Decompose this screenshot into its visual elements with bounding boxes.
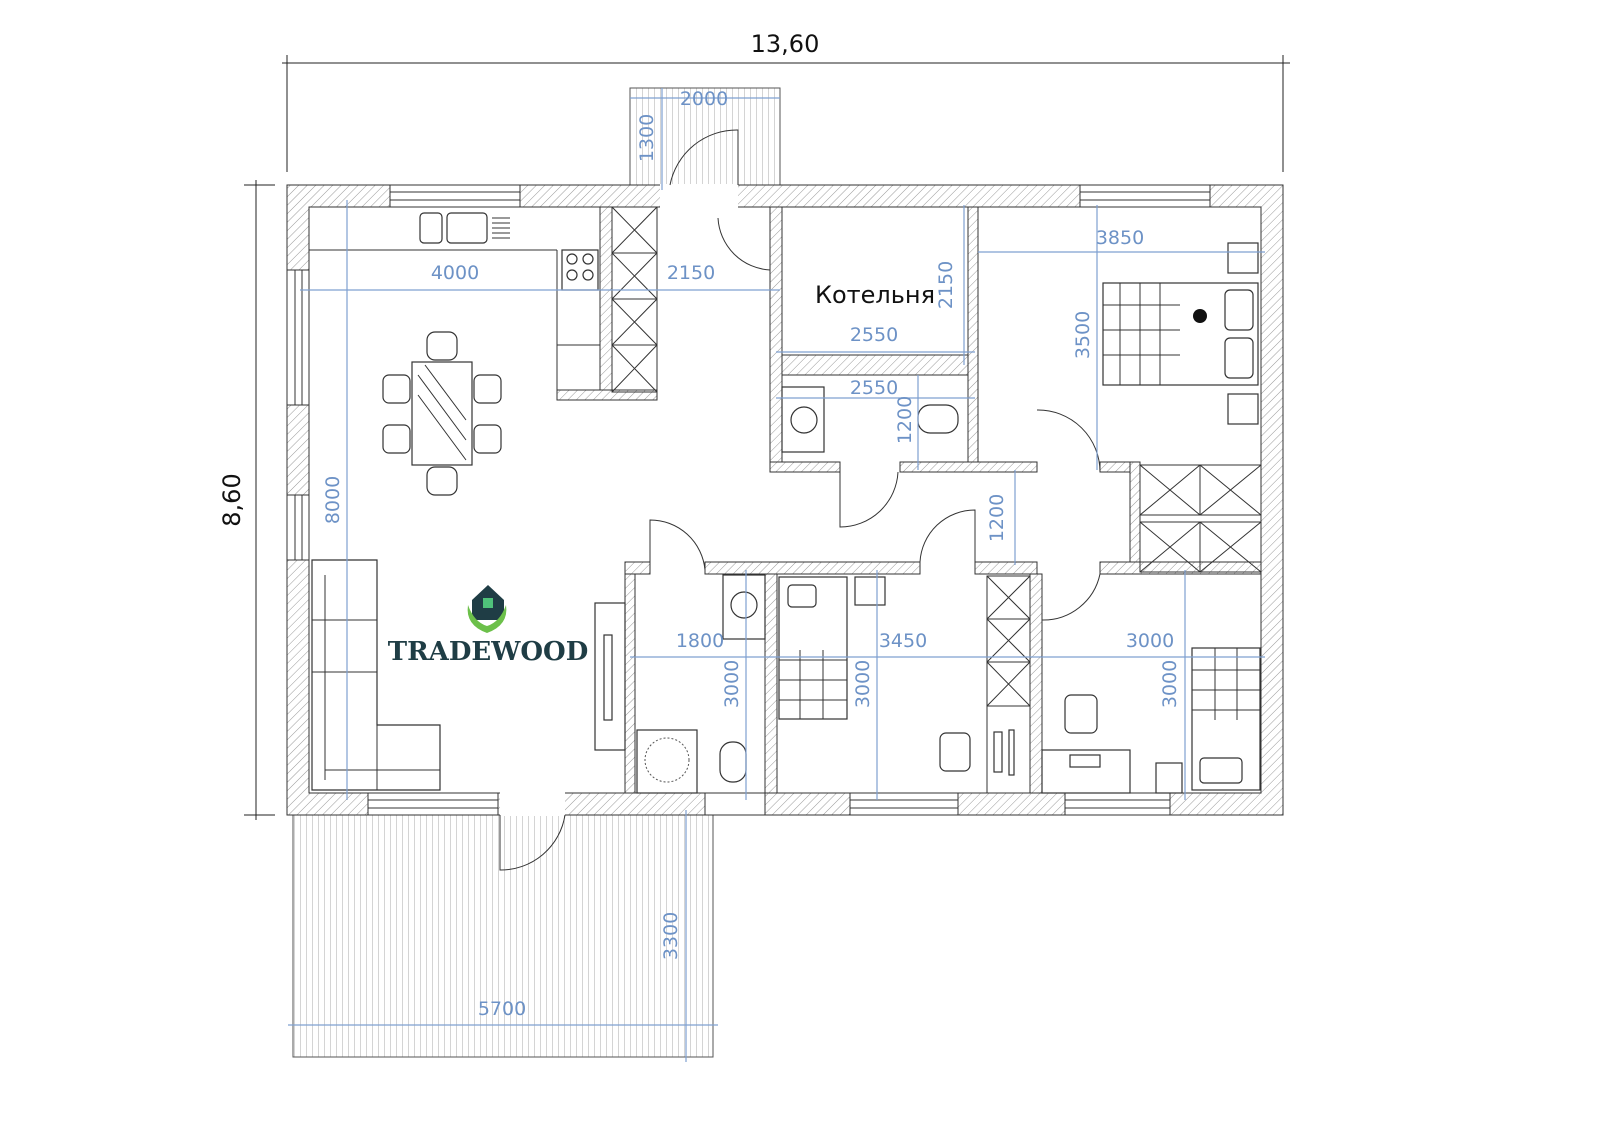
dim-bedroom3-depth: 3000	[1159, 660, 1181, 708]
dim-terrace-width: 5700	[478, 998, 526, 1020]
wardrobes	[986, 464, 1262, 794]
dim-bedroom2-width: 3450	[879, 630, 927, 652]
dimension-lines	[288, 88, 1265, 1062]
dim-bedroom2-depth: 3000	[852, 660, 874, 708]
overall-width-dimension: 13,60	[282, 30, 1290, 172]
tradewood-logo: TRADEWOOD	[388, 585, 589, 667]
dim-boiler-depth: 2150	[935, 261, 957, 309]
bedroom2-furniture	[778, 576, 1015, 776]
dim-bedroom1-width: 3850	[1096, 227, 1144, 249]
bedroom3-furniture	[1041, 647, 1261, 794]
dim-hall-width: 2150	[667, 262, 715, 284]
terrace	[292, 814, 714, 1058]
doors	[499, 129, 1101, 871]
dim-boiler-width: 2550	[850, 324, 898, 346]
overall-width-label: 13,60	[751, 30, 820, 58]
dim-bedroom1-depth: 3500	[1072, 311, 1094, 359]
bed-master	[1102, 242, 1259, 425]
kitchen-furniture	[309, 206, 658, 393]
dim-bath-depth: 3000	[721, 660, 743, 708]
overall-height-label: 8,60	[218, 473, 246, 526]
interior-walls	[556, 206, 1262, 794]
dim-wc-depth: 1200	[894, 396, 916, 444]
dim-porch-depth: 1300	[636, 114, 658, 162]
room-label-boiler: Котельня	[815, 281, 935, 309]
dim-bath-width: 1800	[676, 630, 724, 652]
dim-bedroom3-width: 3000	[1126, 630, 1174, 652]
dim-living-depth: 8000	[322, 476, 344, 524]
overall-height-dimension: 8,60	[218, 180, 275, 820]
tv-unit	[594, 602, 626, 751]
bathroom-fixtures	[636, 574, 766, 794]
sofa	[311, 559, 441, 791]
dim-corridor-width: 1200	[986, 494, 1008, 542]
dim-kitchen-width: 4000	[431, 262, 479, 284]
dining-table	[382, 331, 502, 496]
dim-porch-width: 2000	[680, 88, 728, 110]
dimension-labels: 2000 1300 4000 2150 2550 2150 2550 1200 …	[322, 88, 1181, 1020]
dim-wc-width: 2550	[850, 377, 898, 399]
logo-text: TRADEWOOD	[388, 637, 589, 667]
dim-terrace-depth: 3300	[660, 912, 682, 960]
